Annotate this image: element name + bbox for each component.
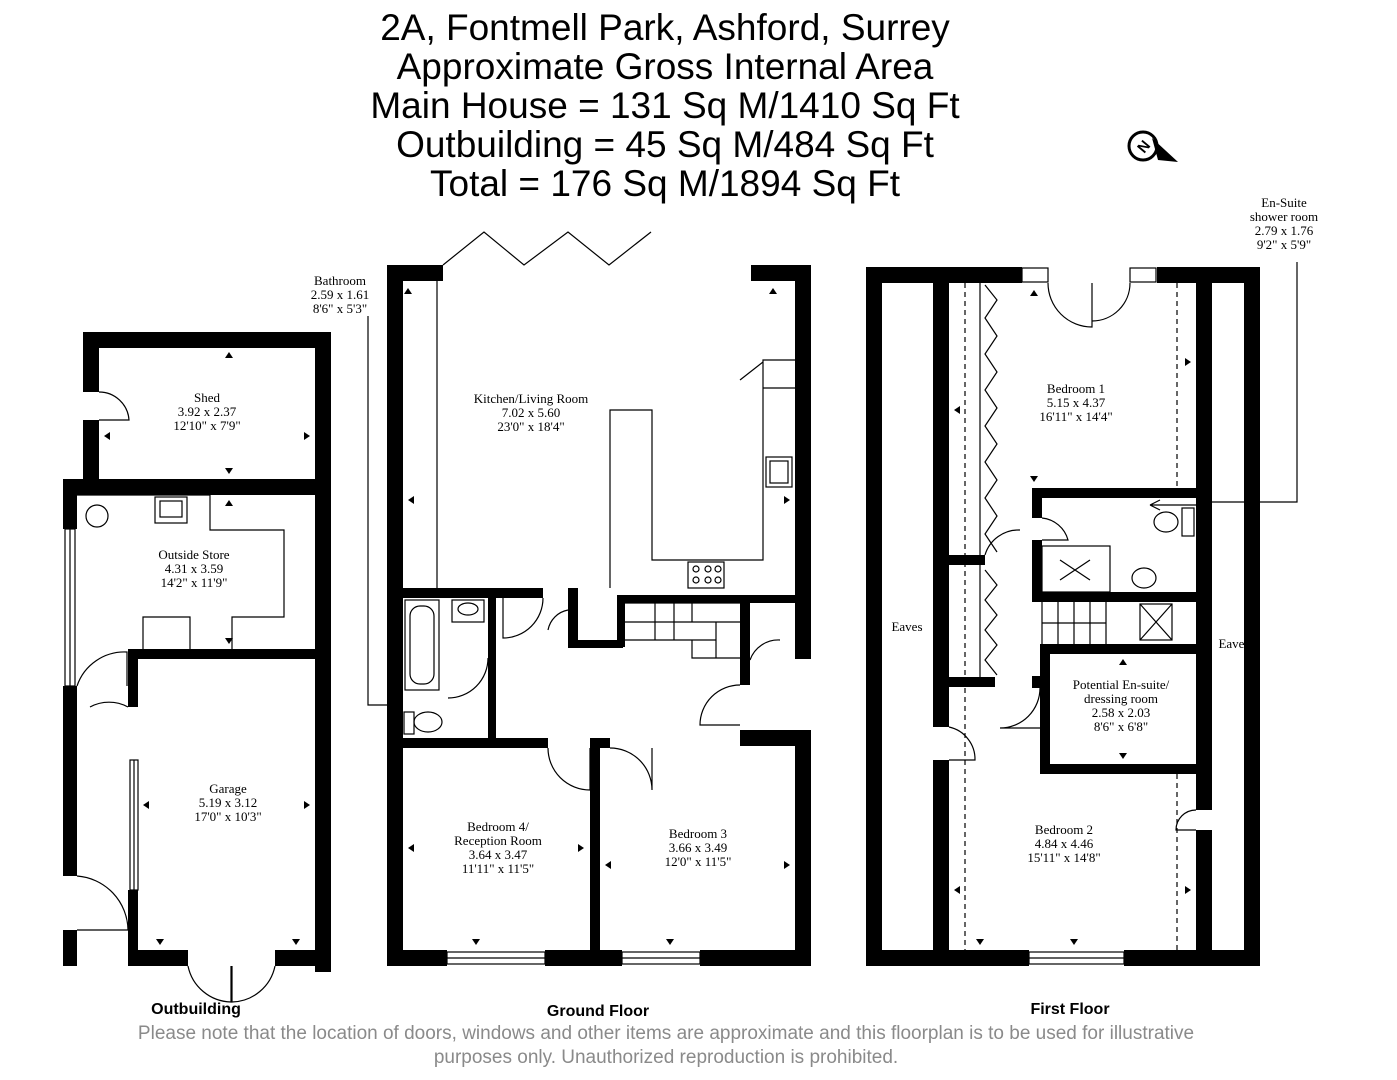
room-name: Bedroom 2 <box>1034 822 1094 837</box>
room-name: Bedroom 3 <box>668 826 728 841</box>
room-name: Potential En-suite/ <box>1072 677 1170 692</box>
room-name: Bathroom <box>314 273 366 288</box>
floor-label-first: First Floor <box>1030 1001 1110 1018</box>
room-en-suite-shower: En-Suite shower room 2.79 x 1.76 9'2" x … <box>1234 196 1334 252</box>
header-title-block: 2A, Fontmell Park, Ashford, Surrey Appro… <box>330 8 1000 203</box>
room-bedroom-1: Bedroom 1 5.15 x 4.37 16'11" x 14'4" <box>1021 382 1131 424</box>
room-imperial: 23'0" x 18'4" <box>497 419 565 434</box>
room-name: En-Suite <box>1261 195 1307 210</box>
room-bathroom: Bathroom 2.59 x 1.61 8'6" x 5'3" <box>300 274 380 316</box>
room-metric: 3.92 x 2.37 <box>177 404 237 419</box>
eaves-left: Eaves <box>885 620 929 634</box>
room-bedroom-2: Bedroom 2 4.84 x 4.46 15'11" x 14'8" <box>1009 823 1119 865</box>
ground-floor-plan <box>387 265 811 966</box>
main-house-area: Main House = 131 Sq M/1410 Sq Ft <box>370 85 960 126</box>
eaves-label: Eaves <box>891 619 923 634</box>
room-metric: 5.19 x 3.12 <box>198 795 258 810</box>
disclaimer: Please note that the location of doors, … <box>60 1022 1272 1070</box>
room-metric: 2.58 x 2.03 <box>1091 705 1151 720</box>
room-imperial: 8'6" x 6'8" <box>1093 719 1149 734</box>
room-metric: 2.79 x 1.76 <box>1254 223 1314 238</box>
eaves-right: Eaves <box>1212 637 1256 651</box>
room-name-2: Reception Room <box>454 833 542 848</box>
room-metric: 4.84 x 4.46 <box>1034 836 1094 851</box>
room-name: Garage <box>209 781 247 796</box>
room-imperial: 17'0" x 10'3" <box>194 809 262 824</box>
room-name: Shed <box>194 390 220 405</box>
room-bedroom-3: Bedroom 3 3.66 x 3.49 12'0" x 11'5" <box>648 827 748 869</box>
property-address: 2A, Fontmell Park, Ashford, Surrey <box>380 7 950 48</box>
room-name: Kitchen/Living Room <box>473 391 589 406</box>
first-floor-details <box>948 262 1298 965</box>
outbuilding-area: Outbuilding = 45 Sq M/484 Sq Ft <box>396 124 934 165</box>
room-imperial: 11'11" x 11'5" <box>461 861 535 876</box>
room-imperial: 12'0" x 11'5" <box>664 854 732 869</box>
dimension-arrows <box>104 288 1191 945</box>
room-name: Bedroom 4/ <box>467 819 529 834</box>
room-outside-store: Outside Store 4.31 x 3.59 14'2" x 11'9" <box>134 548 254 590</box>
room-imperial: 8'6" x 5'3" <box>312 301 368 316</box>
room-metric: 7.02 x 5.60 <box>501 405 561 420</box>
room-bedroom-4: Bedroom 4/ Reception Room 3.64 x 3.47 11… <box>438 820 558 876</box>
eaves-label: Eaves <box>1218 636 1250 651</box>
room-metric: 2.59 x 1.61 <box>310 287 370 302</box>
room-potential-en-suite: Potential En-suite/ dressing room 2.58 x… <box>1056 678 1186 734</box>
room-kitchen-living: Kitchen/Living Room 7.02 x 5.60 23'0" x … <box>456 392 606 434</box>
room-imperial: 12'10" x 7'9" <box>173 418 241 433</box>
disclaimer-line-1: Please note that the location of doors, … <box>137 1023 1195 1044</box>
room-imperial: 14'2" x 11'9" <box>160 575 228 590</box>
first-floor-plan <box>866 267 1260 966</box>
room-imperial: 16'11" x 14'4" <box>1039 409 1113 424</box>
floor-label-outbuilding: Outbuilding <box>151 1001 241 1018</box>
room-name: Bedroom 1 <box>1046 381 1106 396</box>
room-name: Outside Store <box>158 547 230 562</box>
room-name-2: shower room <box>1249 209 1319 224</box>
room-metric: 5.15 x 4.37 <box>1046 395 1106 410</box>
room-metric: 3.64 x 3.47 <box>468 847 528 862</box>
room-imperial: 15'11" x 14'8" <box>1027 850 1101 865</box>
ground-floor-details <box>367 231 810 965</box>
total-area: Total = 176 Sq M/1894 Sq Ft <box>430 163 900 204</box>
room-garage: Garage 5.19 x 3.12 17'0" x 10'3" <box>178 782 278 824</box>
room-name-2: dressing room <box>1083 691 1159 706</box>
area-heading: Approximate Gross Internal Area <box>396 46 934 87</box>
outbuilding-details <box>64 391 285 1003</box>
room-metric: 4.31 x 3.59 <box>164 561 224 576</box>
disclaimer-line-2: purposes only. Unauthorized reproduction… <box>433 1047 899 1068</box>
room-metric: 3.66 x 3.49 <box>668 840 728 855</box>
outbuilding-plan <box>63 332 331 972</box>
room-imperial: 9'2" x 5'9" <box>1256 237 1312 252</box>
compass-icon: N <box>1127 130 1178 162</box>
floor-label-ground: Ground Floor <box>546 1003 650 1020</box>
room-shed: Shed 3.92 x 2.37 12'10" x 7'9" <box>157 391 257 433</box>
